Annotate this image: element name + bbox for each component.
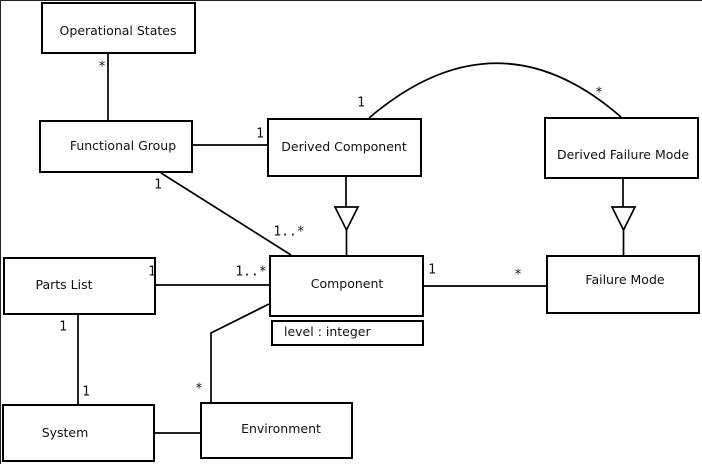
operational-states[interactable]: Operational States bbox=[41, 2, 196, 54]
derived-failure-mode[interactable]: Derived Failure Mode bbox=[544, 117, 699, 179]
edge-functional-group-component bbox=[160, 172, 292, 256]
component-label: Component bbox=[310, 276, 384, 292]
derived-component-label: Derived Component bbox=[281, 139, 407, 155]
edge-environment-component bbox=[210, 303, 270, 402]
functional-group[interactable]: Functional Group bbox=[39, 120, 193, 173]
mult-system-one: 1 bbox=[82, 384, 90, 400]
component-attributes[interactable]: level : integer bbox=[271, 320, 424, 346]
environment[interactable]: Environment bbox=[200, 402, 353, 459]
environment-label: Environment bbox=[241, 421, 321, 437]
edge-derived-component-generalization bbox=[345, 177, 348, 255]
mult-arc-derived-failure-mode-star: * bbox=[595, 85, 603, 101]
mult-component-to-failure-mode-one: 1 bbox=[428, 262, 436, 278]
derived-failure-mode-label: Derived Failure Mode bbox=[556, 147, 690, 163]
generalization-arrow-into-failure-mode bbox=[610, 206, 637, 232]
derived-component[interactable]: Derived Component bbox=[267, 118, 422, 177]
operational-states-label: Operational States bbox=[59, 23, 177, 39]
mult-arc-derived-component-one: 1 bbox=[357, 95, 365, 111]
mult-parts-list-to-system-one: 1 bbox=[59, 319, 67, 335]
mult-functional-group-one: 1 bbox=[154, 177, 162, 193]
system[interactable]: System bbox=[2, 404, 155, 462]
component[interactable]: Component bbox=[269, 255, 424, 317]
failure-mode-label: Failure Mode bbox=[585, 272, 665, 288]
mult-component-from-functional-group: 1..* bbox=[273, 224, 305, 240]
component-attributes-label: level : integer bbox=[284, 324, 371, 340]
generalization-arrow-into-component bbox=[333, 206, 360, 232]
edge-derived-component-derived-failure-mode-arc bbox=[368, 62, 622, 119]
parts-list[interactable]: Parts List bbox=[3, 257, 156, 315]
functional-group-label: Functional Group bbox=[69, 138, 177, 154]
parts-list-label: Parts List bbox=[35, 277, 93, 293]
mult-derived-component-one: 1 bbox=[256, 126, 264, 142]
mult-environment-star: * bbox=[195, 381, 203, 397]
edge-derived-failure-mode-generalization bbox=[622, 179, 625, 255]
system-label: System bbox=[41, 425, 89, 441]
failure-mode[interactable]: Failure Mode bbox=[546, 255, 700, 314]
mult-operational-states-star: * bbox=[98, 59, 106, 75]
mult-failure-mode-star: * bbox=[514, 267, 522, 283]
mult-parts-list-one: 1 bbox=[148, 264, 156, 280]
mult-component-from-parts-list: 1..* bbox=[235, 264, 267, 280]
